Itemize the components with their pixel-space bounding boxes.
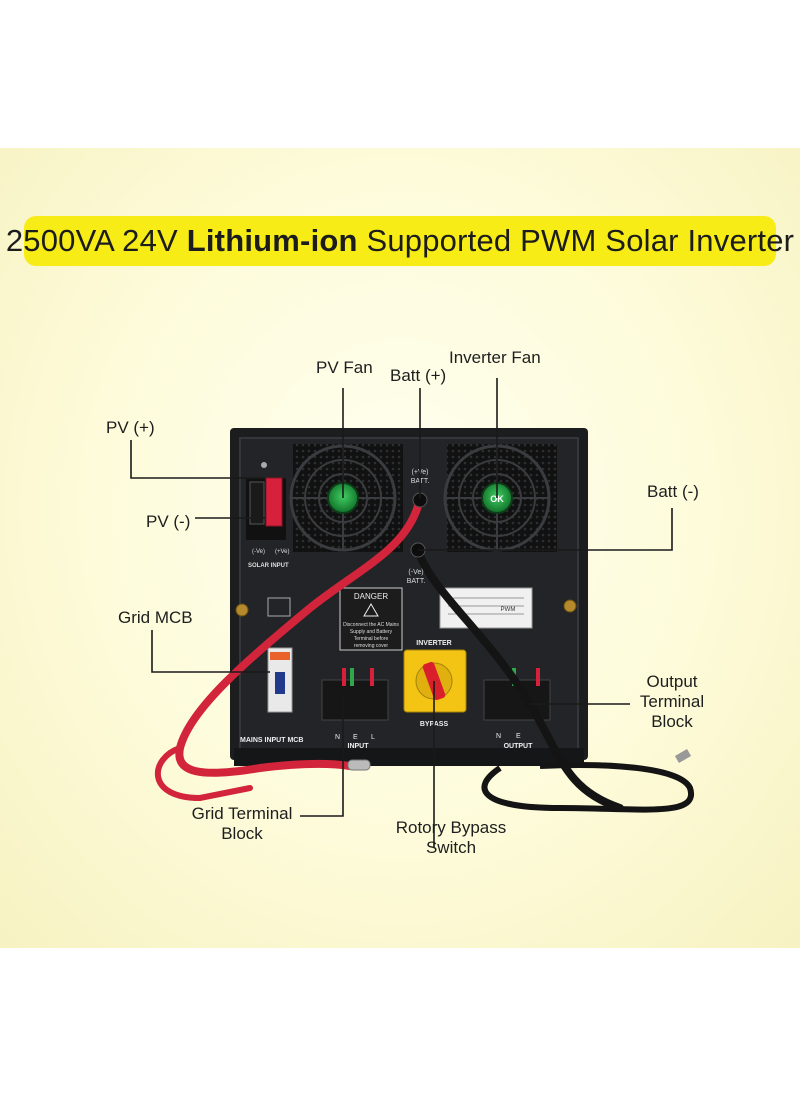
black-battery-cable	[410, 542, 695, 813]
svg-text:INPUT: INPUT	[348, 743, 370, 750]
inverter-fan: OK	[443, 444, 557, 552]
svg-text:E: E	[353, 734, 358, 741]
pv-minus-callout: PV (-)	[146, 512, 191, 531]
pv-fan	[289, 444, 403, 552]
pv-plus-callout: PV (+)	[106, 418, 155, 437]
pv-fan-callout: PV Fan	[316, 358, 373, 377]
solar-input-label: SOLAR INPUT	[248, 563, 289, 569]
svg-text:INVERTER: INVERTER	[416, 640, 451, 647]
fan-ok-text: OK	[490, 494, 504, 504]
danger-heading: DANGER	[354, 592, 388, 601]
batt-minus-callout: Batt (-)	[647, 482, 699, 501]
inverter-fan-callout: Inverter Fan	[449, 348, 541, 367]
svg-text:N: N	[335, 734, 340, 741]
callout-lines	[130, 378, 673, 848]
svg-text:N: N	[496, 733, 501, 740]
svg-text:removing cover: removing cover	[354, 643, 389, 649]
svg-text:L: L	[371, 734, 375, 741]
grid-mcb-callout: Grid MCB	[118, 608, 193, 627]
svg-text:Disconnect the AC Mains: Disconnect the AC Mains	[343, 622, 399, 628]
input-terminal-block: N E L INPUT	[321, 668, 389, 750]
title-part2: Supported PWM Solar Inverter	[357, 223, 795, 258]
mcb-label: MAINS INPUT MCB	[240, 737, 303, 744]
title-banner: 2500VA 24V Lithium-ion Supported PWM Sol…	[6, 216, 794, 266]
mains-input-mcb: MAINS INPUT MCB	[240, 647, 303, 744]
title-bold: Lithium-ion	[186, 223, 358, 258]
title-part1: 2500VA 24V	[5, 223, 187, 258]
inverter-illustration: OK (+Ve) BATT. (-Ve) BATT. (-Ve) (+Ve) S…	[130, 378, 695, 848]
batt-minus-ve: (-Ve)	[408, 569, 423, 576]
svg-text:Terminal before: Terminal before	[354, 636, 389, 642]
output-terminal-callout: Output Terminal Block	[639, 672, 705, 731]
batt-minus-batt: BATT.	[407, 578, 426, 585]
grid-terminal-callout: Grid Terminal Block	[191, 804, 293, 843]
rotory-bypass-callout: Rotory Bypass Switch	[395, 818, 507, 857]
red-battery-cable	[155, 492, 428, 802]
danger-sticker: DANGER Disconnect the AC Mains Supply an…	[339, 587, 403, 651]
batt-plus-callout: Batt (+)	[390, 366, 447, 385]
svg-text:Supply and Battery: Supply and Battery	[350, 629, 393, 635]
solar-input-connectors: (-Ve) (+Ve) SOLAR INPUT	[246, 462, 290, 569]
solar-pos-label: (+Ve)	[275, 549, 290, 555]
product-panel: 2500VA 24V Lithium-ion Supported PWM Sol…	[0, 148, 800, 948]
solar-neg-label: (-Ve)	[252, 549, 265, 555]
svg-text:E: E	[516, 733, 521, 740]
svg-text:PWM: PWM	[501, 607, 516, 613]
svg-text:OUTPUT: OUTPUT	[504, 743, 534, 750]
